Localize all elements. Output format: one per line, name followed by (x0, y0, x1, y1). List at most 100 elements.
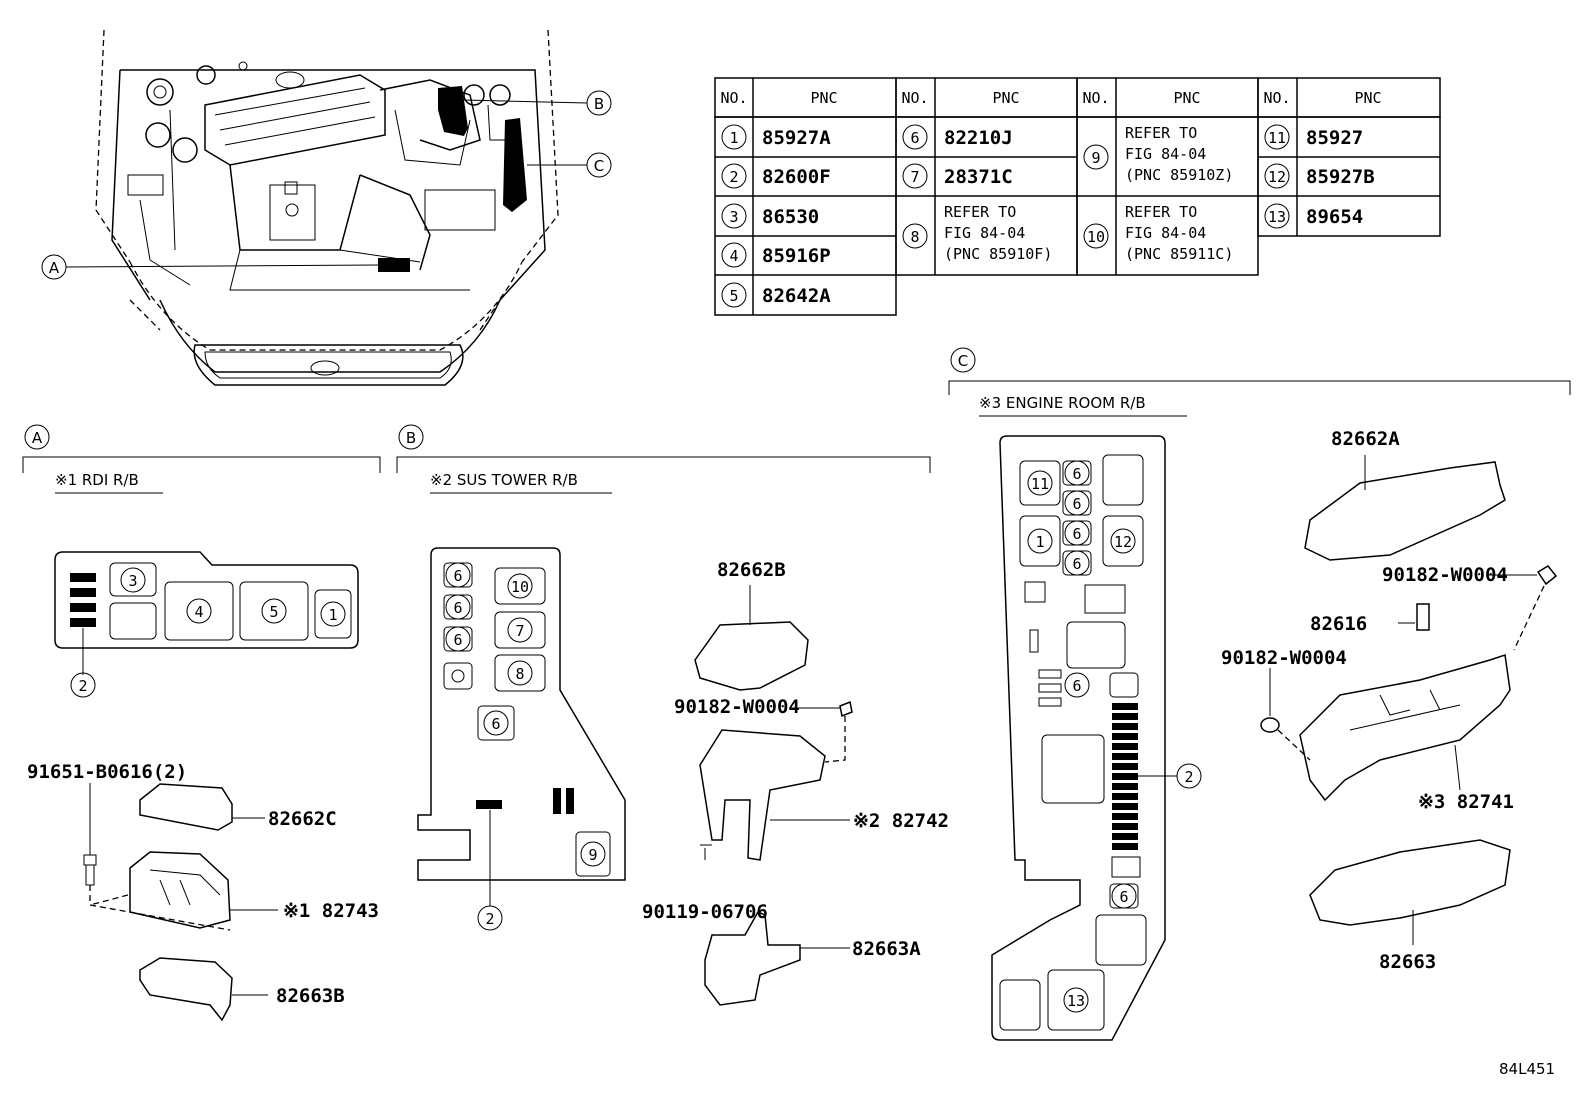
engine-room-slot-number-ring (1027, 528, 1053, 554)
sus-tower-slot-number-ring (445, 562, 471, 588)
pnc-value: 85927B (1306, 166, 1375, 188)
callout-b: B (594, 95, 604, 113)
table-row-number-ring (1264, 203, 1290, 229)
section-a-letter: A (32, 429, 43, 447)
fuse-bar (1112, 823, 1138, 830)
sus-tower-slot-number: 8 (515, 665, 524, 683)
engine-room-slot-number-ring (1064, 550, 1090, 576)
table-row-number-ring (1083, 144, 1109, 170)
header-no: NO. (901, 89, 928, 107)
fuse-bar (1112, 803, 1138, 810)
engine-bay-illustration: A B C (41, 29, 612, 386)
bracket-82663 (1309, 839, 1511, 926)
bracket-82742 (699, 729, 826, 861)
table-row-number-ring (721, 242, 747, 268)
table-row-number-ring (721, 203, 747, 229)
pnc-reference-line: FIG 84-04 (944, 224, 1025, 242)
pnc-value: 82600F (762, 166, 831, 188)
cover-82662a (1304, 461, 1506, 561)
table-row-number-ring (1083, 223, 1109, 249)
pnc-reference-line: (PNC 85910F) (944, 245, 1052, 263)
engine-room-slot-number-ring (1111, 883, 1137, 909)
fuse-bar (1112, 773, 1138, 780)
table-row-number: 7 (910, 168, 919, 186)
part-82742: ※2 82742 (853, 810, 949, 832)
rdi-relay-block (54, 551, 359, 649)
fuse-bar (1112, 723, 1138, 730)
relay-82616 (1416, 603, 1430, 631)
engine-room-slot-number-ring (1176, 763, 1202, 789)
table-row-number-ring (902, 223, 928, 249)
engine-room-slot-number-ring (1110, 528, 1136, 554)
engine-room-slot-number: 11 (1031, 475, 1049, 493)
sus-tower-slot-number: 6 (491, 715, 500, 733)
sus-tower-slot-number: 7 (515, 622, 524, 640)
engine-room-slot-number: 13 (1067, 992, 1085, 1010)
rdi-slot-number: 2 (78, 677, 87, 695)
section-b-letter: B (406, 429, 416, 447)
header-no: NO. (1082, 89, 1109, 107)
part-90182-b: 90182-W0004 (674, 696, 800, 718)
bracket-82663b (139, 957, 233, 1022)
header-pnc: PNC (992, 89, 1019, 107)
section-a: A ※1 RDI R/B 91651-B0616(2) 82662C ※ (22, 424, 381, 1022)
rdi-slot-number-ring (320, 601, 346, 627)
fuse-bar (1112, 833, 1138, 840)
pnc-reference-line: (PNC 85910Z) (1125, 166, 1233, 184)
sus-tower-slot-number: 6 (453, 567, 462, 585)
sus-tower-slot-number: 2 (485, 910, 494, 928)
pnc-reference-line: (PNC 85911C) (1125, 245, 1233, 263)
engine-room-slot-number: 6 (1072, 495, 1081, 513)
fuse-bar (1112, 743, 1138, 750)
part-82662b: 82662B (717, 559, 786, 581)
table-row-number-ring (721, 124, 747, 150)
table-row-number: 12 (1268, 168, 1286, 186)
part-90119: 90119-06706 (642, 901, 768, 923)
section-b: B ※2 SUS TOWER R/B 82662B (396, 424, 949, 1006)
fuse-bar (1112, 813, 1138, 820)
table-row-number: 11 (1268, 129, 1286, 147)
part-82616: 82616 (1310, 613, 1367, 635)
part-82663a: 82663A (852, 938, 921, 960)
pnc-value: 89654 (1306, 206, 1363, 228)
table-row-number: 10 (1087, 228, 1105, 246)
fuse-bar (1112, 733, 1138, 740)
pnc-value: 86530 (762, 206, 819, 228)
engine-room-slot-number-ring (1064, 672, 1090, 698)
part-90182-c1: 90182-W0004 (1382, 564, 1508, 586)
engine-room-slot-number: 6 (1119, 888, 1128, 906)
pnc-reference-line: REFER TO (1125, 124, 1197, 142)
nut-90182-c1 (1536, 565, 1558, 586)
section-c: C ※3 ENGINE ROOM R/B (948, 347, 1571, 1041)
header-no: NO. (720, 89, 747, 107)
sus-tower-slot-number-ring (483, 710, 509, 736)
pnc-table: NO. PNC NO. PNC NO. PNC NO. PNC 12345678… (714, 77, 1441, 316)
sus-tower-slot-number-ring (507, 573, 533, 599)
engine-room-slot-number: 6 (1072, 677, 1081, 695)
engine-room-slot-number: 12 (1114, 533, 1132, 551)
table-row-number: 13 (1268, 208, 1286, 226)
table-row-number: 6 (910, 129, 919, 147)
engine-room-slot-number: 6 (1072, 555, 1081, 573)
engine-room-slot-number: 6 (1072, 525, 1081, 543)
rdi-slot-number: 1 (328, 606, 337, 624)
fuse-bar (1112, 783, 1138, 790)
engine-room-slot-number-ring (1064, 520, 1090, 546)
table-row-number: 9 (1091, 149, 1100, 167)
engine-room-slot-number-ring (1064, 490, 1090, 516)
callout-a: A (49, 259, 60, 277)
sus-tower-slot-number-ring (507, 660, 533, 686)
sus-tower-slot-number: 6 (453, 631, 462, 649)
sus-tower-slot-number-ring (507, 617, 533, 643)
section-a-title: ※1 RDI R/B (55, 471, 139, 489)
pnc-value: 82642A (762, 285, 831, 307)
rdi-slot-number-ring (70, 672, 96, 698)
sus-tower-slot-number-ring (580, 841, 606, 867)
section-b-title: ※2 SUS TOWER R/B (430, 471, 578, 489)
engine-room-slot-number: 1 (1035, 533, 1044, 551)
fuse-bar (1112, 793, 1138, 800)
header-no: NO. (1263, 89, 1290, 107)
cover-82662b (694, 621, 809, 691)
table-row-number-ring (1264, 124, 1290, 150)
